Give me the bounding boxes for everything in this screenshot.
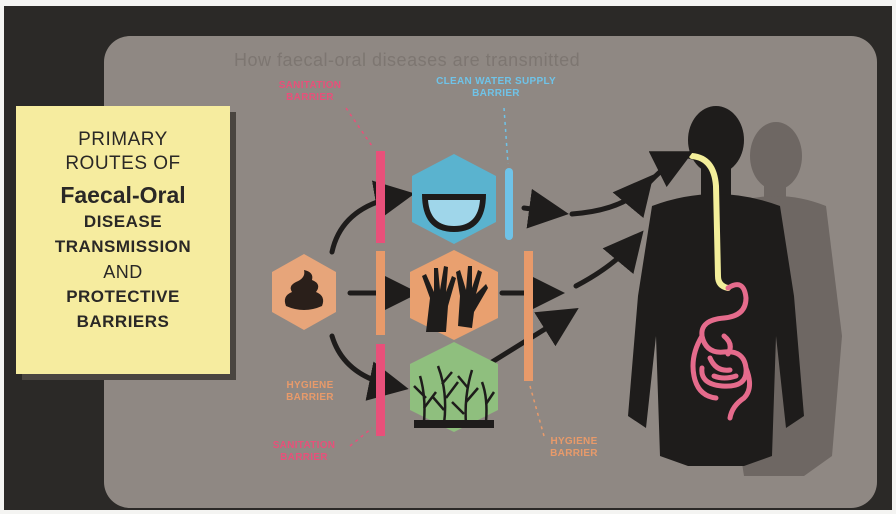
faeces-icon: [272, 254, 336, 330]
card-line-faecal-oral: Faecal-Oral: [16, 180, 230, 210]
water-barrier-bar: [505, 168, 513, 240]
hygiene-barrier-bar-left: [376, 251, 385, 335]
hygiene-barrier-label-left: HYGIENE BARRIER: [260, 380, 360, 404]
sanitation-barrier-label-top: SANITATION BARRIER: [260, 80, 360, 104]
card-line-disease: DISEASE: [16, 210, 230, 234]
slide-frame: How faecal-oral diseases are transmitted: [4, 6, 892, 510]
hands-icon: [410, 250, 498, 340]
crops-field-icon: [410, 342, 498, 432]
sanitation-barrier-bar-top: [376, 151, 385, 243]
hygiene-barrier-label-right: HYGIENE BARRIER: [524, 436, 624, 460]
water-supply-barrier-label: CLEAN WATER SUPPLY BARRIER: [406, 76, 586, 100]
card-line-barriers: BARRIERS: [16, 310, 230, 334]
sanitation-barrier-bar-bottom: [376, 344, 385, 436]
title-card: PRIMARY ROUTES OF Faecal-Oral DISEASE TR…: [16, 106, 230, 374]
hygiene-barrier-bar-right: [524, 251, 533, 381]
card-line-protective: PROTECTIVE: [16, 284, 230, 310]
sanitation-barrier-label-bottom: SANITATION BARRIER: [254, 440, 354, 464]
water-bowl-icon: [412, 154, 496, 244]
card-line-and: AND: [16, 260, 230, 284]
card-line-transmission: TRANSMISSION: [16, 234, 230, 260]
card-line-routes: ROUTES OF: [16, 152, 230, 176]
card-line-primary: PRIMARY: [16, 128, 230, 152]
